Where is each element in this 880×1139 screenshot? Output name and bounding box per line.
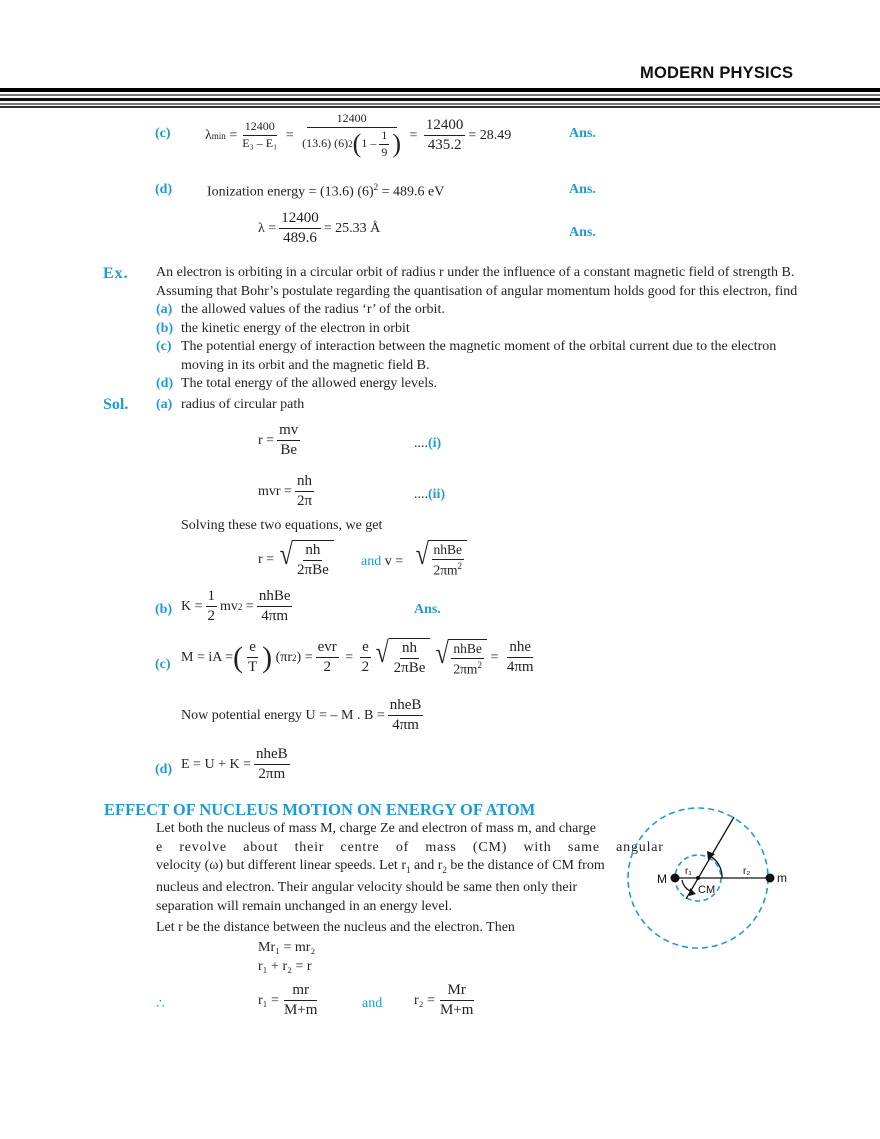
svg-text:r₁: r₁ xyxy=(685,866,692,877)
v-solution-label: and v = xyxy=(361,554,404,569)
example-items: (a)the allowed values of the radius ‘r’ … xyxy=(156,301,776,394)
solution-part-a: (a)radius of circular path xyxy=(156,397,305,412)
example-label: Ex. xyxy=(103,265,129,282)
answer-tag: Ans. xyxy=(569,126,596,141)
section-heading: EFFECT OF NUCLEUS MOTION ON ENERGY OF AT… xyxy=(104,800,536,819)
solving-text: Solving these two equations, we get xyxy=(181,518,383,533)
center-of-mass-diagram: M m CM r₁ r₂ xyxy=(610,800,820,970)
example-statement: An electron is orbiting in a circular or… xyxy=(156,265,798,299)
solution-label: Sol. xyxy=(103,396,129,413)
equation-sum: r₁ + r₂ = r xyxy=(258,959,312,974)
answer-tag: Ans. xyxy=(414,602,441,617)
cm-dot xyxy=(696,876,700,880)
example-item-b: (b)the kinetic energy of the electron in… xyxy=(156,320,410,336)
svg-text:r₂: r₂ xyxy=(743,866,750,877)
svg-text:CM: CM xyxy=(698,884,715,896)
example-item-a: (a)the allowed values of the radius ‘r’ … xyxy=(156,302,445,317)
equation-moments: Mr₁ = mr₂ xyxy=(258,940,316,955)
part-d-label: (d) xyxy=(155,762,173,777)
electron-dot xyxy=(765,873,775,883)
therefore-symbol: ∴ xyxy=(156,997,165,1012)
svg-text:m: m xyxy=(777,871,787,885)
ionization-energy-line: Ionization energy = (13.6) (6)2 = 489.6 … xyxy=(207,182,445,200)
answer-tag: Ans. xyxy=(569,225,596,240)
nucleus-dot xyxy=(670,873,680,883)
part-b-label: (b) xyxy=(155,602,173,617)
example-item-c: (c)The potential energy of interaction b… xyxy=(156,339,777,354)
orbit-diagram-svg: M m CM r₁ r₂ xyxy=(627,807,787,949)
section-paragraph-2: Let r be the distance between the nucleu… xyxy=(156,920,515,935)
example-item-d: (d)The total energy of the allowed energ… xyxy=(156,376,438,391)
part-c-label: (c) xyxy=(155,126,171,141)
svg-text:M: M xyxy=(657,872,667,886)
page-header-title: MODERN PHYSICS xyxy=(640,64,794,82)
equation-tag-i: ....(i) xyxy=(414,436,442,451)
part-c-label: (c) xyxy=(155,657,171,672)
part-d-label: (d) xyxy=(155,182,173,197)
answer-tag: Ans. xyxy=(569,182,596,197)
section-paragraph-1: Let both the nucleus of mass M, charge Z… xyxy=(156,821,664,914)
and-connector: and xyxy=(362,996,383,1011)
equation-tag-ii: ....(ii) xyxy=(414,487,446,502)
